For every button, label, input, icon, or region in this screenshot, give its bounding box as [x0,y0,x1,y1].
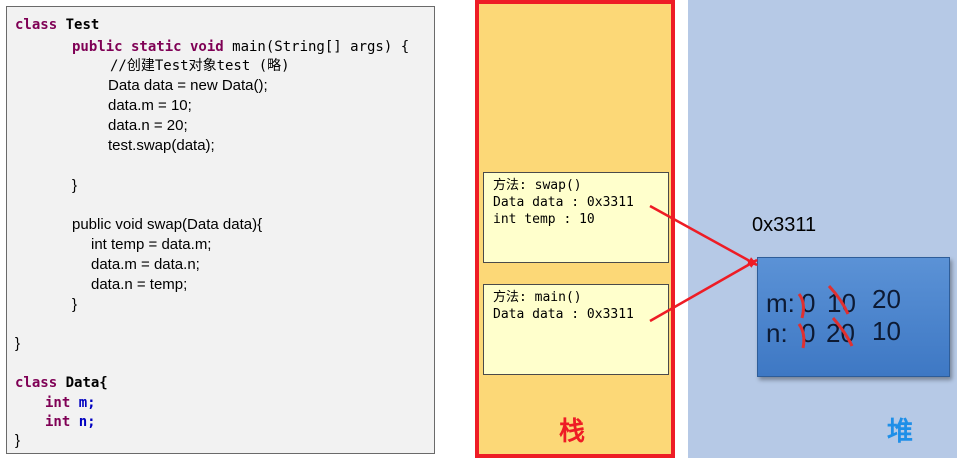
field-n-current-value: 10 [872,316,901,346]
code-line-test-close: } [15,335,21,352]
code-line-class-data: class Data{ [15,375,108,391]
code-line-field-n: int n; [45,414,96,430]
main-frame-data-var: Data data : 0x3311 [493,307,634,322]
code-line-swap-close: } [72,296,78,313]
field-n-name: n: [766,318,788,348]
heap-label: 堆 [887,417,914,447]
strike-m-old-0 [797,293,805,319]
code-line-data-close: } [15,432,21,449]
strike-m-old-10 [827,284,850,315]
field-m-current-value: 20 [872,284,901,314]
code-line-class-test: class Test [15,17,100,33]
main-stack-frame: 方法: main() Data data : 0x3311 [483,284,669,375]
code-line-field-m: int m; [45,395,96,411]
code-line-comment: //创建Test对象test (略) [110,58,290,74]
code-line-temp: int temp = data.m; [91,236,212,253]
code-line-main-signature: public static void main(String[] args) { [72,39,410,55]
swap-data-reference-arrow [649,204,758,267]
swap-stack-frame: 方法: swap() Data data : 0x3311 int temp :… [483,172,669,263]
code-line-assign-n: data.n = temp; [91,276,188,293]
swap-frame-title: 方法: swap() [493,178,582,193]
stack-label: 栈 [559,417,586,447]
code-line-set-m: data.m = 10; [108,97,192,114]
object-address: 0x3311 [752,214,817,236]
main-data-reference-arrow [649,258,758,323]
swap-frame-temp-var: int temp : 10 [493,212,595,227]
code-line-new-data: Data data = new Data(); [108,77,268,94]
strike-n-old-20 [831,317,854,347]
code-line-main-close: } [72,177,78,194]
heap-data-object [757,257,950,377]
strike-n-old-0 [797,323,806,349]
code-line-set-n: data.n = 20; [108,117,188,134]
main-frame-title: 方法: main() [493,290,582,305]
code-line-swap-signature: public void swap(Data data){ [72,216,263,233]
code-line-call-swap: test.swap(data); [108,137,215,154]
heap-area [688,0,957,458]
field-m-name: m: [766,288,795,318]
swap-frame-data-var: Data data : 0x3311 [493,195,634,210]
code-line-assign-m: data.m = data.n; [91,256,200,273]
code-panel [6,6,435,454]
